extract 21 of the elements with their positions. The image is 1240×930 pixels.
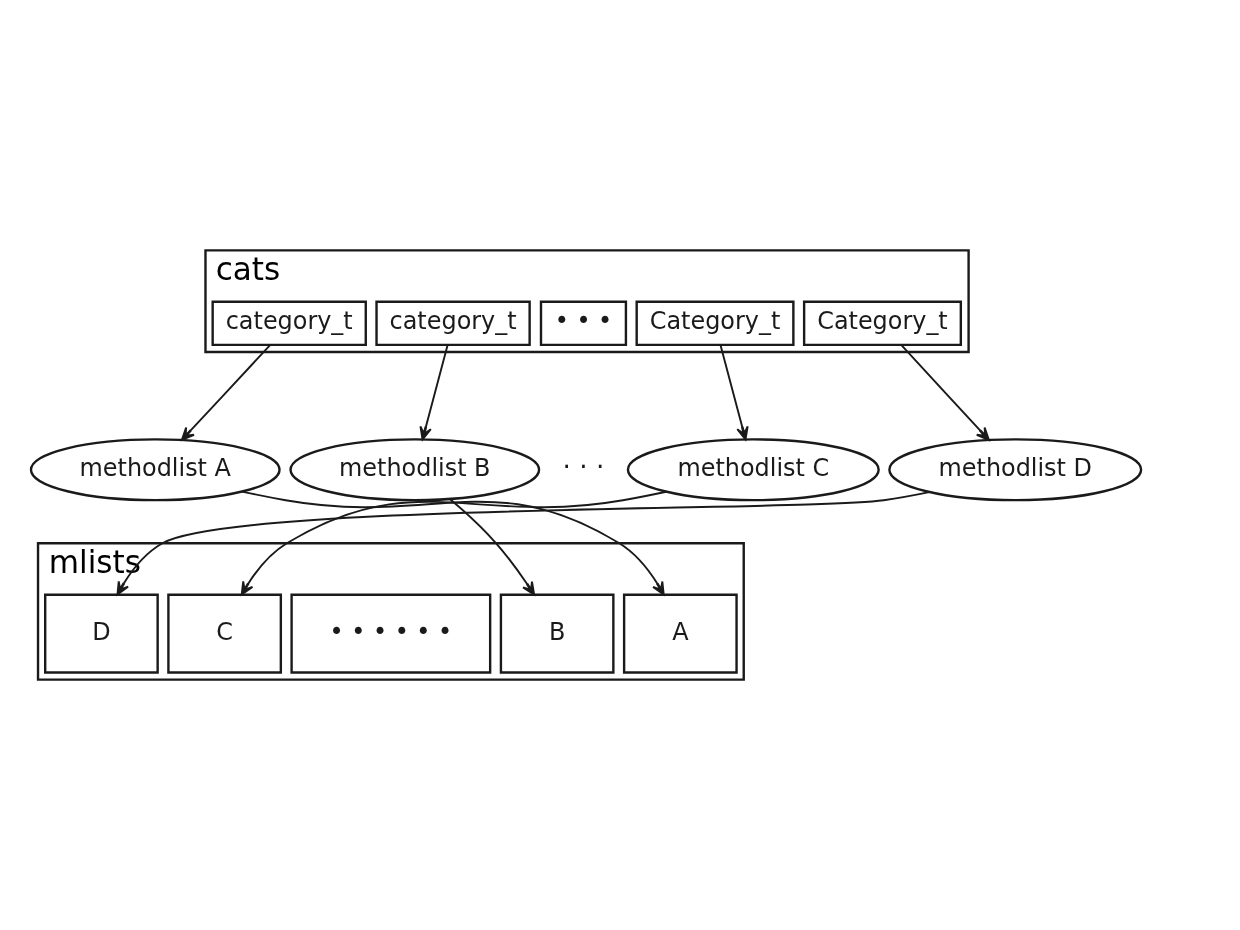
node-ellipse: methodlist A: [29, 438, 281, 502]
node-box: A: [622, 593, 738, 674]
arrow: [719, 343, 749, 441]
node-ellipse: methodlist C: [626, 438, 880, 502]
node-box: C: [167, 593, 283, 674]
arrow: [116, 491, 931, 596]
arrow: [180, 343, 272, 441]
arrow: [449, 498, 536, 596]
node-ellipse: methodlist D: [888, 438, 1143, 502]
node-box: B: [499, 593, 615, 674]
node-box: Category_t: [802, 300, 962, 347]
node-ellipse: methodlist B: [289, 438, 541, 502]
label: · · ·: [562, 452, 605, 483]
node-box: • • •: [539, 300, 628, 347]
node-box: D: [44, 593, 159, 674]
node-box: category_t: [375, 300, 531, 347]
node-box: category_t: [211, 300, 367, 347]
node-box: • • • • • •: [290, 593, 492, 674]
arrow: [900, 343, 990, 441]
node-box: Category_t: [635, 300, 795, 347]
arrow: [419, 343, 449, 441]
